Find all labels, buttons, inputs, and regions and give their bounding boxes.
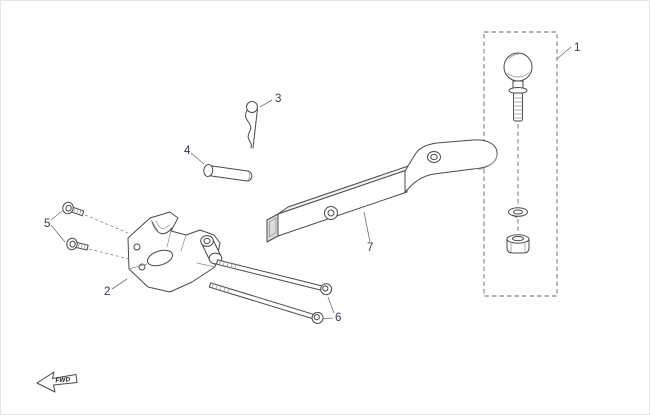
hex-nut [506,234,530,254]
callout-1-label: 1 [574,42,580,54]
tongue-ball-hole [427,151,441,163]
lock-washer [508,207,528,218]
callout-7-label: 7 [367,242,373,254]
callout-2-label: 2 [104,286,110,298]
receiver-drawbar [266,139,498,243]
long-bolt-upper [215,259,333,296]
r-clip-pin [245,101,258,149]
fwd-label: FWD [55,376,71,384]
fwd-arrow: FWD [36,371,78,393]
callout-6: 6 [321,296,341,324]
callout-4-label: 4 [184,145,191,157]
callout-3: 3 [259,93,281,108]
callout-2: 2 [104,278,128,298]
coupler-bracket [127,211,223,293]
tube-pin-hole [324,206,338,220]
flange-bolt-lower [66,237,89,251]
callout-3-label: 3 [275,93,281,105]
bolt-lower-alignment-line [88,248,134,261]
callout-7: 7 [363,211,373,254]
bolt-upper-alignment-line [84,214,129,234]
callout-5: 5 [44,210,66,243]
tongue-plate [404,139,498,193]
flange-bolt-upper [62,201,85,217]
long-bolt-lower [208,282,324,324]
callout-4: 4 [184,145,205,165]
callout-6-label: 6 [335,312,341,324]
callout-5-label: 5 [44,218,50,230]
hitch-pin [203,164,253,182]
callout-1: 1 [556,42,580,60]
pivot-tube [200,235,223,265]
hitch-ball [503,52,533,122]
